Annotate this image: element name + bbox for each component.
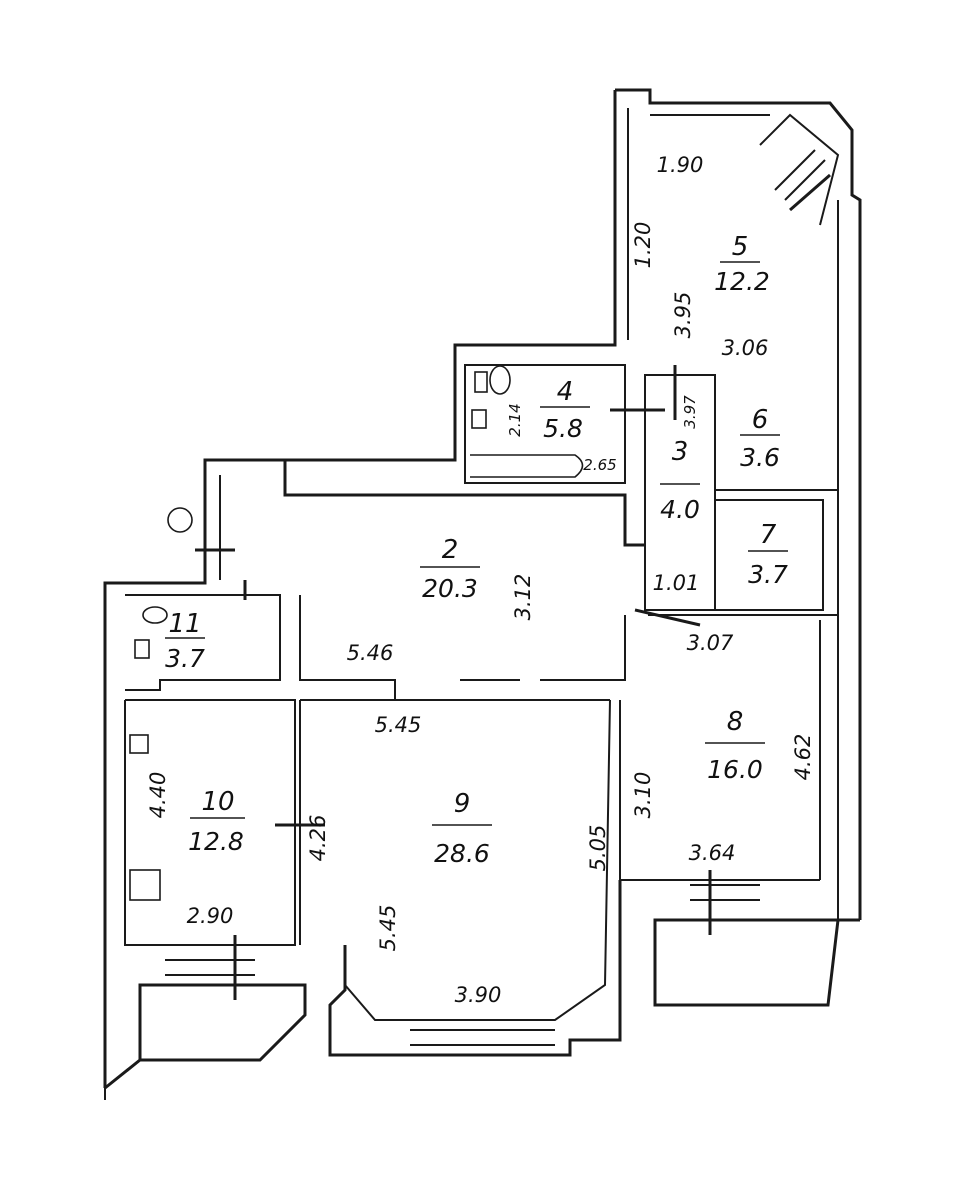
stove-icon [129, 869, 161, 901]
room-4-area: 5.8 [543, 414, 583, 443]
dim-5-46: 5.46 [347, 641, 394, 665]
sink-11-icon [134, 639, 150, 659]
toilet-icon [489, 365, 511, 395]
entry-circle-icon [167, 507, 193, 533]
wall-2-top [283, 460, 645, 547]
dim-5-05: 5.05 [586, 825, 610, 872]
room-7-number: 7 [760, 520, 777, 550]
bay-9 [344, 699, 611, 1021]
dim-3-06: 3.06 [722, 336, 769, 360]
room-11-area: 3.7 [165, 644, 205, 673]
room-10-number: 10 [201, 787, 234, 817]
room-11-number: 11 [168, 609, 201, 639]
room-8-number: 8 [727, 707, 744, 737]
room-5-number: 5 [732, 232, 749, 262]
dim-1-90: 1.90 [657, 153, 704, 177]
dim-3-07: 3.07 [687, 631, 734, 655]
window-line-5b [774, 149, 816, 191]
bay-window-5 [759, 113, 840, 226]
room-3-number: 3 [672, 437, 689, 467]
outer-wall-left-top [103, 90, 617, 1088]
wall-2-bottom-left [299, 595, 396, 700]
room-8-area: 16.0 [707, 755, 763, 784]
kitchen-sink-icon [129, 734, 149, 754]
room-labels: 5 12.2 4 5.8 6 3.6 3 4.0 2 20.3 7 3.7 11… [165, 232, 788, 868]
dim-4-40: 4.40 [146, 772, 170, 819]
balcony-left [104, 983, 307, 1090]
toilet-11-icon [142, 606, 168, 624]
wall-2-bottom-right [540, 615, 626, 681]
balcony-right [653, 918, 860, 1007]
room-2-area: 20.3 [422, 574, 478, 603]
sink-icon [471, 409, 487, 429]
room-11-walls [125, 594, 281, 691]
dim-3-10: 3.10 [631, 772, 655, 819]
room-10-area: 12.8 [188, 827, 244, 856]
dim-3-64: 3.64 [689, 841, 736, 865]
outer-walls [103, 88, 862, 1100]
room-7-area: 3.7 [748, 560, 788, 589]
room-5-area: 12.2 [714, 267, 770, 296]
door-mark-8 [634, 608, 701, 627]
room-9-number: 9 [454, 789, 471, 819]
room-2-number: 2 [442, 535, 459, 565]
dim-3-95: 3.95 [671, 292, 695, 339]
outer-wall-right [615, 88, 862, 920]
window-mark-5 [789, 173, 831, 212]
room-4-walls [464, 364, 626, 484]
outer-wall-bottom [328, 880, 622, 1057]
dimension-labels: 1.90 1.20 3.95 3.06 2.14 2.65 3.97 3.12 … [146, 153, 815, 1007]
dim-3-12: 3.12 [511, 574, 535, 621]
fixtures [129, 365, 584, 901]
dim-1-01: 1.01 [653, 571, 700, 595]
room-6-area: 3.6 [740, 443, 780, 472]
interior-walls [124, 364, 838, 946]
dim-2-90: 2.90 [187, 904, 234, 928]
room-4-number: 4 [557, 377, 574, 407]
dim-4-26: 4.26 [306, 815, 330, 862]
toilet-tank-icon [474, 371, 488, 393]
dim-2-65: 2.65 [583, 456, 616, 474]
room-10-walls [124, 699, 296, 946]
dim-3-97: 3.97 [681, 395, 699, 429]
dim-4-62: 4.62 [791, 734, 815, 781]
dim-3-90: 3.90 [455, 983, 502, 1007]
room-3-area: 4.0 [660, 495, 700, 524]
room-9-area: 28.6 [434, 839, 490, 868]
window-line-5a [784, 159, 826, 201]
dim-1-20: 1.20 [631, 222, 655, 269]
room-6-number: 6 [752, 405, 769, 435]
dim-5-45-top: 5.45 [375, 713, 422, 737]
room-3-walls [644, 374, 716, 611]
dim-2-14: 2.14 [506, 403, 524, 436]
dim-5-45-left: 5.45 [376, 905, 400, 952]
room-7-walls [714, 499, 824, 611]
bathtub-icon [470, 454, 584, 478]
